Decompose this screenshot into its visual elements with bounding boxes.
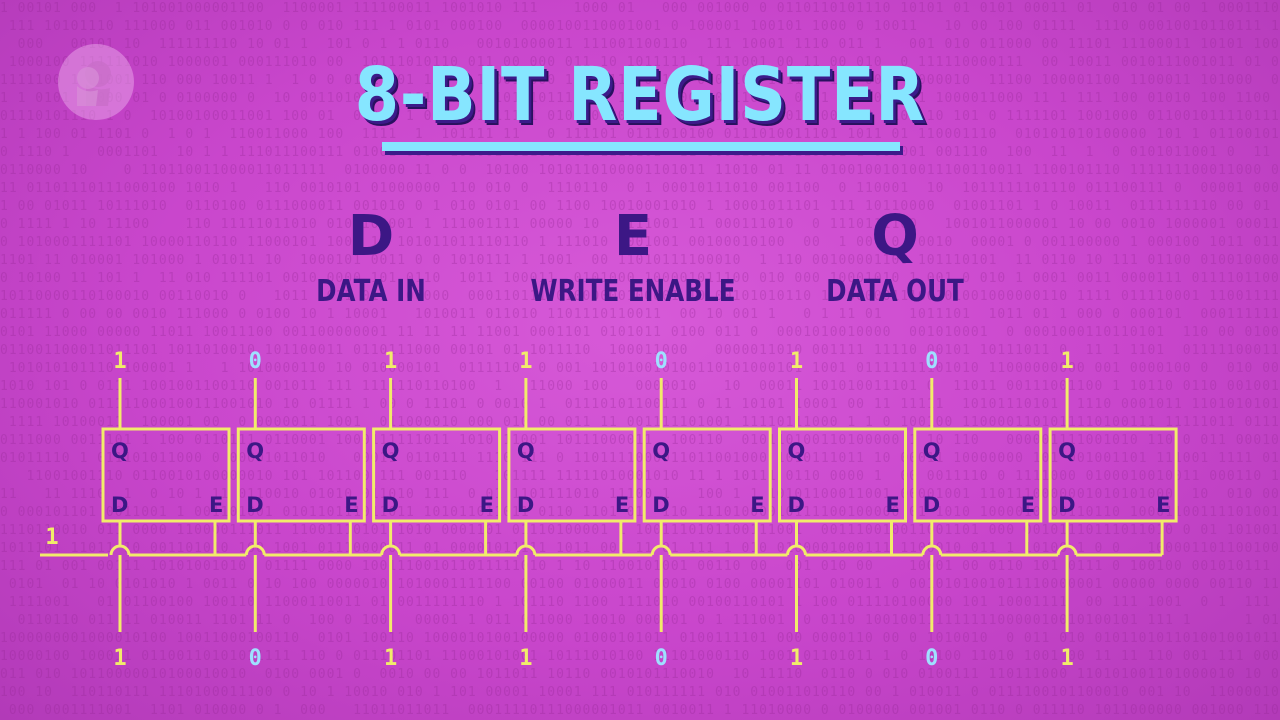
latch-label-d: D [788,493,805,517]
pbs-logo-icon [58,44,134,120]
latch-label-e: E [886,493,900,517]
latch-box [1048,427,1178,523]
data-out-bit: 0 [655,646,668,671]
wire-crossover-hop [515,544,537,556]
latch-label-q: Q [382,439,400,463]
latch-label-q: Q [1058,439,1076,463]
latch-label-q: Q [652,439,670,463]
legend-label-data-in: DATA IN [316,274,426,309]
latch-label-q: Q [923,439,941,463]
data-in-bit: 1 [519,349,532,374]
latch-label-e: E [209,493,223,517]
wire-crossover-hop [650,544,672,556]
enable-value: 1 [45,525,58,550]
latch-box [778,427,907,523]
latch-label-q: Q [788,439,806,463]
latch-label-d: D [517,493,534,517]
data-out-bit: 0 [925,646,938,671]
latch-box [642,427,772,523]
latch-label-e: E [1156,493,1170,517]
data-out-bit: 1 [384,646,397,671]
latch-label-e: E [1021,493,1035,517]
data-out-bit: 0 [249,646,262,671]
wire-crossover-hop [380,544,402,556]
latch-label-e: E [344,493,358,517]
data-in-bit: 0 [925,349,938,374]
data-in-bit: 1 [384,349,397,374]
latch-label-d: D [111,493,128,517]
wire-crossover-hop [786,544,807,556]
latch-box [507,427,637,523]
latch-label-e: E [480,493,494,517]
latch-label-q: Q [246,439,264,463]
data-out-bit: 1 [1060,646,1073,671]
data-in-bit: 0 [249,349,262,374]
title-underline [382,142,900,151]
data-out-bit: 1 [113,646,126,671]
latch-box [913,427,1043,523]
data-out-bit: 1 [790,646,803,671]
latch-label-e: E [750,493,764,517]
page-title: 8-BIT REGISTER [354,52,926,138]
latch-label-q: Q [111,439,129,463]
data-in-bit: 0 [655,349,668,374]
latch-label-d: D [1058,493,1075,517]
data-in-bit: 1 [1060,349,1073,374]
wire-crossover-hop [921,544,943,556]
latch-box [372,427,502,523]
latch-box [236,427,366,523]
latch-label-d: D [652,493,669,517]
latch-label-d: D [382,493,399,517]
wire-crossover-hop [109,544,131,556]
legend-letter-e: E [613,204,653,269]
latch-label-q: Q [517,439,535,463]
data-in-bit: 1 [113,349,126,374]
legend-label-write-enable: WRITE ENABLE [530,274,736,309]
data-in-bit: 1 [790,349,803,374]
latch-label-d: D [246,493,263,517]
latch-label-e: E [615,493,629,517]
latch-label-d: D [923,493,940,517]
legend-letter-d: D [347,204,395,269]
data-out-bit: 1 [519,646,532,671]
legend-label-data-out: DATA OUT [826,274,964,309]
wire-crossover-hop [244,544,266,556]
legend-letter-q: Q [871,204,919,269]
latch-box [101,427,231,523]
wire-crossover-hop [1056,544,1078,556]
